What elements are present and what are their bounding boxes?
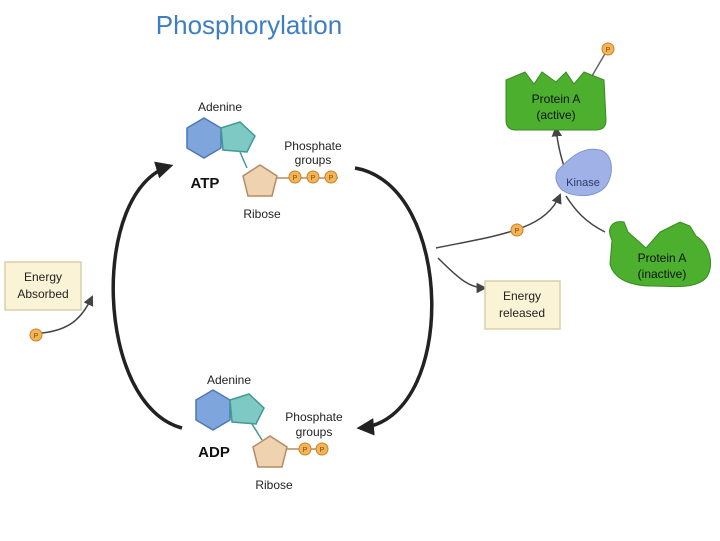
cycle-arrow-adp-to-atp	[111, 161, 183, 430]
adp-phosphate-2: P	[315, 442, 329, 456]
cycle-arrow-atp-to-adp	[354, 166, 434, 436]
atp-ribose-pentagon	[242, 164, 278, 197]
protein-inactive-line1: Protein A	[638, 251, 687, 265]
active-phosphate-link	[591, 51, 607, 77]
energy-released-arrow	[437, 257, 488, 294]
adp-ribose-label: Ribose	[255, 478, 293, 492]
adp-name: ADP	[198, 444, 230, 461]
adp-phosphate-1: P	[298, 442, 312, 456]
kinase-label: Kinase	[566, 177, 600, 189]
protein-active-line2: (active)	[536, 108, 575, 122]
atp-phosphate-label-line2: groups	[295, 153, 332, 167]
svg-text:P: P	[311, 175, 316, 182]
protein-active: P Protein A (active)	[505, 42, 615, 131]
adp-ribose-pentagon	[252, 435, 288, 468]
atp-phosphate-label-line1: Phosphate	[284, 139, 342, 153]
energy-absorbed-phosphate: P	[29, 328, 43, 342]
atp-phosphate-3: P	[324, 170, 338, 184]
atp-ribose-label: Ribose	[243, 207, 281, 221]
protein-active-line1: Protein A	[532, 92, 581, 106]
adp-adenine-pentagon	[229, 393, 265, 425]
diagram-title: Phosphorylation	[156, 10, 342, 40]
svg-text:P: P	[303, 447, 308, 454]
adp-adenine-label: Adenine	[207, 373, 251, 387]
energy-absorbed-line1: Energy	[24, 270, 62, 284]
atp-molecule: Adenine ATP Ribose P P P Phosphate group…	[186, 100, 342, 221]
energy-absorbed-arrow	[41, 295, 94, 334]
svg-text:P: P	[606, 47, 611, 54]
atp-name: ATP	[191, 175, 220, 192]
energy-absorbed-box: Energy Absorbed	[4, 261, 82, 311]
adp-phosphate-label-line2: groups	[296, 425, 333, 439]
active-phosphate: P	[601, 42, 615, 56]
adp-bond	[251, 423, 263, 441]
adp-molecule: Adenine ADP Ribose P P Phosphate groups	[195, 373, 343, 492]
atp-adenine-label: Adenine	[198, 100, 242, 114]
atp-phosphate-2: P	[306, 170, 320, 184]
kinase-enzyme: Kinase	[555, 148, 612, 196]
adp-phosphate-label-line1: Phosphate	[285, 410, 343, 424]
atp-bond	[239, 151, 248, 169]
svg-text:P: P	[515, 228, 520, 235]
energy-released-line1: Energy	[503, 289, 541, 303]
svg-text:P: P	[293, 175, 298, 182]
adp-adenine-hexagon	[195, 389, 231, 431]
svg-text:P: P	[329, 175, 334, 182]
energy-released-box: Energy released	[484, 280, 561, 330]
inactive-to-kinase-arrow	[565, 195, 606, 233]
atp-adenine-hexagon	[186, 117, 222, 159]
svg-text:P: P	[320, 447, 325, 454]
transferred-phosphate: P	[510, 223, 524, 237]
energy-absorbed-line2: Absorbed	[17, 287, 68, 301]
svg-text:P: P	[34, 333, 39, 340]
protein-inactive-line2: (inactive)	[638, 267, 687, 281]
atp-phosphate-1: P	[288, 170, 302, 184]
energy-released-line2: released	[499, 306, 545, 320]
atp-adenine-pentagon	[220, 121, 256, 153]
protein-inactive: Protein A (inactive)	[609, 221, 712, 288]
phosphate-transfer-arrow	[435, 193, 562, 249]
